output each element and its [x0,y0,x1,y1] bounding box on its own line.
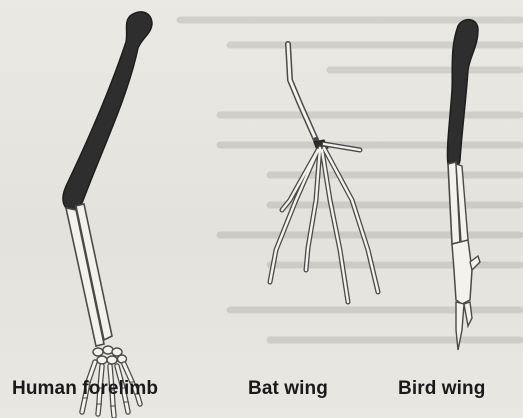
human-forelimb [63,12,152,416]
bird-carpometacarpus [452,240,472,304]
bat-humerus [288,44,316,140]
human-carpals [93,346,127,364]
bat-wing-caption: Bat wing [248,378,328,400]
bat-digits [270,144,378,302]
bird-wing-caption: Bird wing [398,378,485,400]
human-humerus [63,12,152,211]
human-forelimb-caption: Human forelimb [12,378,158,400]
